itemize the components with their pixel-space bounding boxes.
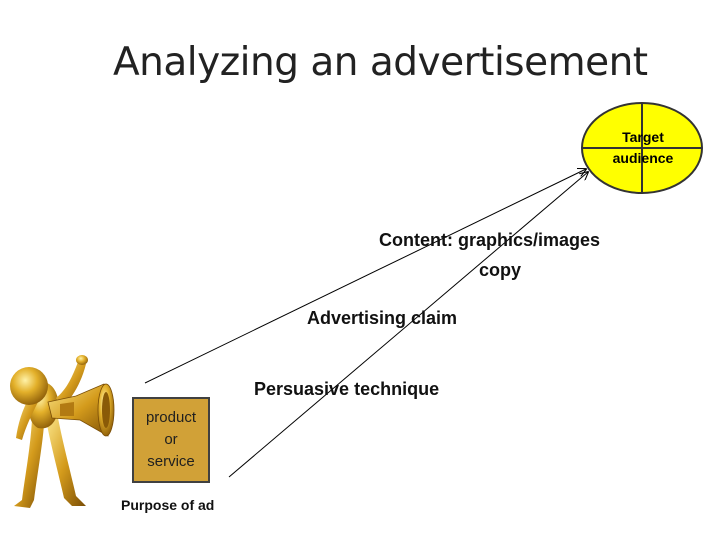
target-audience-label: Target audience bbox=[595, 127, 691, 169]
persuasive-technique-label: Persuasive technique bbox=[254, 379, 440, 399]
product-line2: or bbox=[164, 431, 178, 448]
product-or-service-box: product or service bbox=[132, 397, 210, 483]
arrow-icon bbox=[228, 172, 588, 478]
purpose-of-ad-label: Purpose of ad bbox=[121, 497, 215, 513]
product-line1: product bbox=[145, 409, 197, 426]
content-label: Content: graphics/images bbox=[379, 230, 601, 250]
advertising-claim-label: Advertising claim bbox=[307, 308, 458, 328]
target-audience-line2: audience bbox=[612, 150, 674, 166]
arrow-icon bbox=[144, 169, 586, 384]
product-line3: service bbox=[147, 453, 195, 470]
target-audience-ellipse bbox=[581, 102, 703, 194]
gold-figure-megaphone-icon bbox=[10, 355, 115, 508]
copy-label: copy bbox=[479, 260, 522, 280]
target-audience-line1: Target bbox=[622, 129, 664, 145]
slide-title: Analyzing an advertisement bbox=[113, 40, 648, 85]
